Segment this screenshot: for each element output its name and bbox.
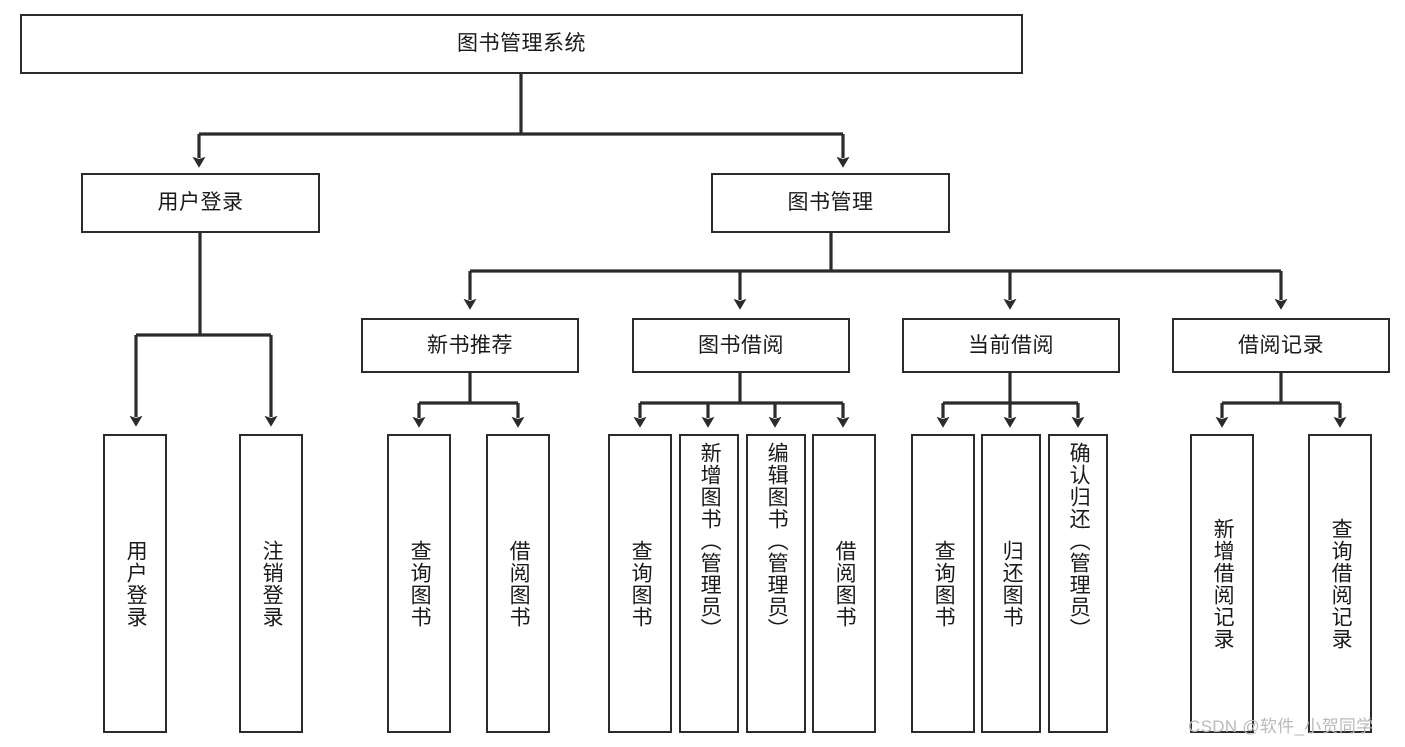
- node-leaf-query-book-current-label: 查询图书: [932, 539, 956, 628]
- node-book-management-label: 图书管理: [787, 191, 874, 215]
- node-leaf-query-borrow-record[interactable]: 查询借阅记录: [1308, 434, 1372, 733]
- node-leaf-add-book-admin[interactable]: 新增图书（管理员）: [679, 434, 739, 733]
- node-leaf-edit-book-admin[interactable]: 编辑图书（管理员）: [746, 434, 806, 733]
- node-root-label: 图书管理系统: [457, 32, 586, 56]
- node-leaf-add-borrow-record[interactable]: 新增借阅记录: [1190, 434, 1254, 733]
- node-book-borrow[interactable]: 图书借阅: [632, 318, 850, 373]
- node-current-borrow-label: 当前借阅: [968, 333, 1054, 357]
- node-borrow-record[interactable]: 借阅记录: [1172, 318, 1390, 373]
- node-leaf-logout[interactable]: 注销登录: [239, 434, 303, 733]
- node-book-management[interactable]: 图书管理: [711, 173, 950, 233]
- node-leaf-query-book-borrow-label: 查询图书: [629, 539, 653, 628]
- node-leaf-add-borrow-record-label: 新增借阅记录: [1211, 517, 1235, 650]
- node-leaf-return-book[interactable]: 归还图书: [981, 434, 1041, 733]
- node-new-book-recommend[interactable]: 新书推荐: [361, 318, 579, 373]
- node-leaf-query-book-recommend-label: 查询图书: [408, 539, 432, 628]
- node-borrow-record-label: 借阅记录: [1238, 333, 1324, 357]
- node-leaf-user-login[interactable]: 用户登录: [103, 434, 167, 733]
- node-leaf-confirm-return-admin[interactable]: 确认归还（管理员）: [1048, 434, 1108, 733]
- node-leaf-query-book-current[interactable]: 查询图书: [911, 434, 975, 733]
- node-leaf-confirm-return-admin-label: 确认归还（管理员）: [1067, 442, 1091, 640]
- node-new-book-recommend-label: 新书推荐: [427, 333, 513, 357]
- node-leaf-borrow-book[interactable]: 借阅图书: [812, 434, 876, 733]
- node-leaf-query-book-borrow[interactable]: 查询图书: [608, 434, 672, 733]
- node-leaf-query-book-recommend[interactable]: 查询图书: [387, 434, 451, 733]
- node-leaf-borrow-book-recommend-label: 借阅图书: [507, 539, 531, 628]
- node-user-login[interactable]: 用户登录: [81, 173, 320, 233]
- node-leaf-user-login-label: 用户登录: [124, 539, 148, 628]
- node-leaf-borrow-book-label: 借阅图书: [833, 539, 857, 628]
- node-leaf-return-book-label: 归还图书: [1000, 539, 1024, 628]
- node-leaf-add-book-admin-label: 新增图书（管理员）: [698, 442, 722, 640]
- node-book-borrow-label: 图书借阅: [698, 333, 784, 357]
- node-leaf-edit-book-admin-label: 编辑图书（管理员）: [765, 442, 789, 640]
- watermark-text: CSDN @软件_小贺同学: [1188, 717, 1374, 736]
- node-root[interactable]: 图书管理系统: [20, 14, 1023, 74]
- node-leaf-logout-label: 注销登录: [260, 539, 284, 628]
- node-current-borrow[interactable]: 当前借阅: [902, 318, 1120, 373]
- node-leaf-query-borrow-record-label: 查询借阅记录: [1329, 517, 1353, 650]
- node-leaf-borrow-book-recommend[interactable]: 借阅图书: [486, 434, 550, 733]
- node-user-login-label: 用户登录: [157, 191, 244, 215]
